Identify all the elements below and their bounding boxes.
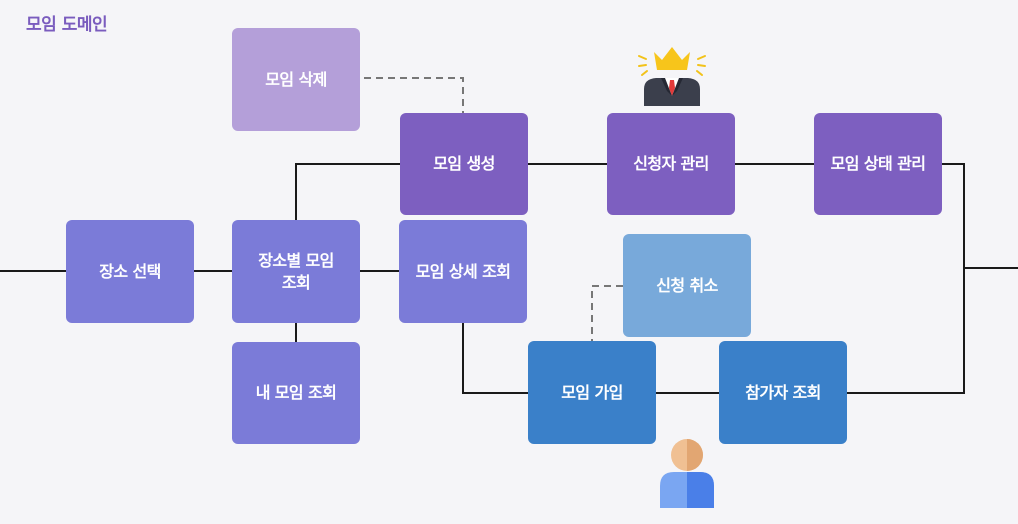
node-meeting-create: 모임 생성 xyxy=(400,113,528,215)
node-meeting-join: 모임 가입 xyxy=(528,341,656,444)
user-icon xyxy=(660,439,714,508)
node-place-select: 장소 선택 xyxy=(66,220,194,323)
node-status-manage: 모임 상태 관리 xyxy=(814,113,942,215)
node-meeting-detail-lookup: 모임 상세 조회 xyxy=(399,220,527,323)
connector-status-bus xyxy=(847,163,965,394)
node-meeting-delete: 모임 삭제 xyxy=(232,28,360,131)
connector-detail-to-join xyxy=(462,323,528,394)
node-place-meeting-lookup: 장소별 모임 조회 xyxy=(232,220,360,323)
node-applicant-manage: 신청자 관리 xyxy=(607,113,735,215)
connector-lookup-to-create xyxy=(295,163,400,220)
node-participant-lookup: 참가자 조회 xyxy=(719,341,847,444)
diagram-title: 모임 도메인 xyxy=(26,15,108,35)
dashed-cancel-to-join xyxy=(591,285,623,341)
node-my-meeting-lookup: 내 모임 조회 xyxy=(232,342,360,444)
node-apply-cancel: 신청 취소 xyxy=(623,234,751,337)
admin-crown-icon xyxy=(638,47,706,106)
dashed-delete-to-create xyxy=(364,77,464,113)
